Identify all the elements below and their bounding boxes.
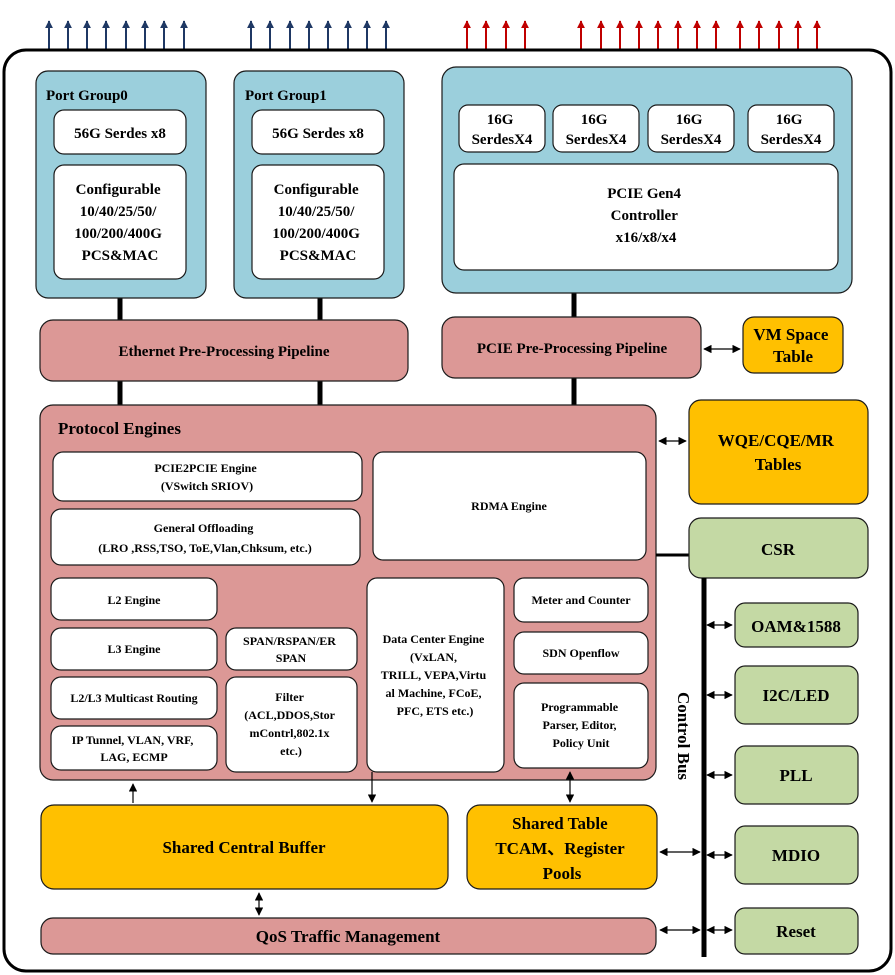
protocol-engines-title: Protocol Engines — [58, 419, 181, 438]
pcie-pipeline-box — [441, 316, 702, 379]
shared-central-buffer-box — [40, 804, 449, 890]
span-rspan-erspan: SPAN/RSPAN/ER SPAN — [243, 634, 339, 665]
port-group1-serdes: 56G Serdes x8 — [272, 126, 364, 142]
port-group0-pcs: Configurable 10/40/25/50/ 100/200/400G P… — [74, 182, 165, 264]
port-group0-title: Port Group0 — [46, 88, 128, 104]
pcie-pipeline: PCIE Pre-Processing Pipeline — [477, 341, 668, 357]
csr-box — [688, 517, 869, 579]
l2-engine: L2 Engine — [107, 593, 161, 607]
pcie-serdes-0: 16G SerdesX4 — [472, 112, 533, 148]
general-offloading: General Offloading (LRO ,RSS,TSO, ToE,Vl… — [98, 521, 311, 555]
rdma-engine: RDMA Engine — [471, 499, 547, 513]
filter-engine: Filter (ACL,DDOS,Stor mContrl,802.1x etc… — [244, 690, 337, 758]
wqe-cqe-mr-tables: WQE/CQE/MR Tables — [718, 431, 838, 474]
data-center-engine: Data Center Engine (VxLAN, TRILL, VEPA,V… — [381, 632, 489, 718]
port-group1-title: Port Group1 — [245, 88, 327, 104]
i2c-led: I2C/LED — [762, 686, 829, 705]
pcie-block: 16G SerdesX4 16G SerdesX4 16G SerdesX4 1… — [441, 66, 853, 294]
shared-table: Shared Table TCAM、Register Pools — [495, 814, 628, 883]
multicast-routing: L2/L3 Multicast Routing — [70, 691, 197, 705]
engines: PCIE2PCIE Engine (VSwitch SRIOV) RDMA En… — [50, 451, 649, 773]
qos-traffic-management-box — [40, 917, 657, 955]
peripherals: OAM&1588 I2C/LED PLL MDIO Reset — [706, 602, 859, 955]
pipeline-connectors — [117, 293, 577, 406]
port-group0: Port Group0 56G Serdes x8 Configurable 1… — [35, 70, 207, 299]
csr: CSR — [761, 540, 796, 559]
vm-space-table-box — [742, 316, 844, 374]
pcie-serdes-2: 16G SerdesX4 — [661, 112, 722, 148]
wqe-cqe-mr-tables-box — [688, 399, 869, 505]
shared-central-buffer: Shared Central Buffer — [162, 838, 326, 857]
ip-tunnel: IP Tunnel, VLAN, VRF, LAG, ECMP — [72, 733, 197, 764]
pcie-serdes-1: 16G SerdesX4 — [566, 112, 627, 148]
pll: PLL — [779, 766, 812, 785]
pcie-serdes-3: 16G SerdesX4 — [761, 112, 822, 148]
port-group0-serdes: 56G Serdes x8 — [74, 126, 166, 142]
sdn-openflow: SDN Openflow — [542, 646, 619, 660]
ethernet-pipeline-box — [39, 319, 409, 382]
vm-space-table: VM Space Table — [753, 325, 832, 366]
l3-engine: L3 Engine — [107, 642, 161, 656]
pcie-controller: PCIE Gen4 Controller x16/x8/x4 — [607, 186, 685, 246]
qos-traffic-management: QoS Traffic Management — [256, 927, 441, 946]
oam-1588: OAM&1588 — [751, 617, 841, 636]
meter-and-counter: Meter and Counter — [531, 593, 631, 607]
control-bus-label: Control Bus — [674, 692, 693, 780]
mdio: MDIO — [772, 846, 820, 865]
port-group1-pcs: Configurable 10/40/25/50/ 100/200/400G P… — [272, 182, 363, 264]
reset: Reset — [776, 922, 816, 941]
ethernet-pipeline: Ethernet Pre-Processing Pipeline — [118, 344, 329, 360]
port-group1: Port Group1 56G Serdes x8 Configurable 1… — [233, 70, 405, 299]
shared-table-box — [466, 804, 658, 890]
pcie2pcie-engine: PCIE2PCIE Engine (VSwitch SRIOV) — [154, 461, 259, 493]
programmable-parser: Programmable Parser, Editor, Policy Unit — [541, 700, 621, 750]
